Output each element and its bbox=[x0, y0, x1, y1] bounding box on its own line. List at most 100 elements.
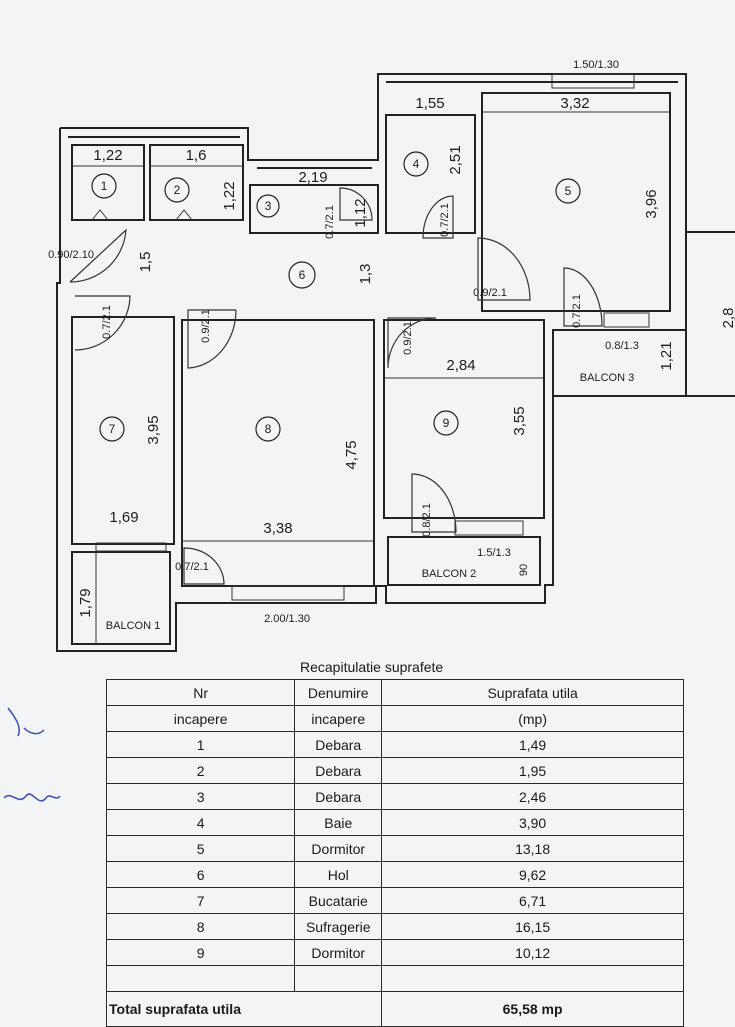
room-9-outline bbox=[383, 319, 545, 519]
dim-balcon-1-height: 1,79 bbox=[77, 588, 94, 617]
table-row: 5 Dormitor 13,18 bbox=[105, 835, 684, 862]
window-balcon-3 bbox=[603, 312, 650, 328]
label-door-8: 0.9/2.1 bbox=[200, 309, 212, 343]
cell-nr: 8 bbox=[105, 913, 296, 940]
label-window-living: 2.00/1.30 bbox=[264, 613, 310, 625]
cell-name: Hol bbox=[294, 861, 383, 888]
cell-area: 9,62 bbox=[381, 861, 684, 888]
cell-nr: 3 bbox=[105, 783, 296, 810]
dim-room-3-width: 2,19 bbox=[298, 169, 327, 186]
room-2-number: 2 bbox=[174, 183, 181, 197]
cell-area: 3,90 bbox=[381, 809, 684, 836]
door-5-arc bbox=[477, 237, 531, 301]
table-row: 3 Debara 2,46 bbox=[105, 783, 684, 810]
table-row: 8 Sufragerie 16,15 bbox=[105, 913, 684, 940]
header-nr-line-2: incapere bbox=[105, 705, 296, 732]
cell-area: 1,95 bbox=[381, 757, 684, 784]
cell-nr: 6 bbox=[105, 861, 296, 888]
table-row: 1 Debara 1,49 bbox=[105, 731, 684, 758]
header-area-line-1: Suprafata utila bbox=[381, 679, 684, 706]
room-2-outline bbox=[149, 144, 244, 221]
table-row: 7 Bucatarie 6,71 bbox=[105, 887, 684, 914]
inner-wall-line bbox=[68, 81, 678, 169]
dim-room-1-width: 1,22 bbox=[93, 147, 122, 164]
dim-balcon-2-side: 90 bbox=[518, 564, 530, 576]
dim-room-2-height: 1,22 bbox=[221, 181, 238, 210]
window-room-9 bbox=[454, 520, 524, 536]
cell-area: 1,49 bbox=[381, 731, 684, 758]
summary-title: Recapitulatie suprafete bbox=[300, 659, 444, 675]
door-3-arc bbox=[339, 187, 373, 221]
dim-room-9-height: 3,55 bbox=[511, 406, 528, 435]
door-balcon-2-arc bbox=[411, 473, 457, 533]
balcon-2-outline bbox=[387, 536, 541, 586]
dim-room-3-height: 1,12 bbox=[352, 198, 369, 227]
room-8-number: 8 bbox=[265, 422, 272, 436]
cell-nr: 1 bbox=[105, 731, 296, 758]
cell-area: 13,18 bbox=[381, 835, 684, 862]
label-door-5: 0.9/2.1 bbox=[473, 287, 507, 299]
label-window-balcon-2: 1.5/1.3 bbox=[477, 547, 511, 559]
room-9-number: 9 bbox=[443, 416, 450, 430]
total-value: 65,58 mp bbox=[381, 991, 684, 1027]
label-door-balcon-1: 0.7/2.1 bbox=[175, 561, 209, 573]
table-row: 6 Hol 9,62 bbox=[105, 861, 684, 888]
dim-room-8-height: 4,75 bbox=[343, 440, 360, 469]
cell-name: Baie bbox=[294, 809, 383, 836]
dim-room-7-height: 3,95 bbox=[145, 415, 162, 444]
closet-doors bbox=[91, 209, 193, 221]
summary-table: Nr Denumire Suprafata utila incapere inc… bbox=[105, 679, 684, 1027]
cell-name: Dormitor bbox=[294, 939, 383, 966]
table-row-empty bbox=[105, 965, 684, 992]
label-door-balcon-2: 0.8/2.1 bbox=[421, 503, 433, 537]
door-4-arc bbox=[422, 195, 454, 239]
door-balcon-1-arc bbox=[183, 547, 225, 585]
header-name-line-1: Denumire bbox=[294, 679, 383, 706]
door-entry-arc bbox=[69, 228, 127, 283]
cell-area: 6,71 bbox=[381, 887, 684, 914]
dim-room-4-width: 1,55 bbox=[415, 95, 444, 112]
floor-plan: 1 2 3 4 5 6 7 8 9 1,22 1,6 2,19 1,55 3,3… bbox=[48, 59, 735, 652]
label-balcon-2: BALCON 2 bbox=[422, 568, 476, 580]
dim-room-9-width: 2,84 bbox=[446, 357, 475, 374]
room-1-number: 1 bbox=[101, 179, 108, 193]
total-row: Total suprafata utila 65,58 mp bbox=[105, 991, 684, 1027]
dim-edge-cut: 2,8 bbox=[720, 308, 735, 329]
cell-name: Sufragerie bbox=[294, 913, 383, 940]
dim-room-5-height: 3,96 bbox=[643, 189, 660, 218]
label-door-4: 0.7/2.1 bbox=[439, 203, 451, 237]
door-9-arc bbox=[387, 317, 437, 369]
dim-hall-height-2: 1,3 bbox=[357, 264, 374, 285]
window-living bbox=[231, 585, 345, 601]
dim-balcon-3-height: 1,21 bbox=[658, 341, 675, 370]
room-5-outline bbox=[481, 92, 671, 312]
label-window-top: 1.50/1.30 bbox=[573, 59, 619, 71]
cell-area: 10,12 bbox=[381, 939, 684, 966]
dim-room-7-width: 1,69 bbox=[109, 509, 138, 526]
cell-name: Dormitor bbox=[294, 835, 383, 862]
table-row: 2 Debara 1,95 bbox=[105, 757, 684, 784]
room-7-outline bbox=[71, 316, 175, 545]
dim-room-8-width: 3,38 bbox=[263, 520, 292, 537]
label-balcon-1: BALCON 1 bbox=[106, 620, 160, 632]
table-row: 9 Dormitor 10,12 bbox=[105, 939, 684, 966]
door-8-arc bbox=[187, 309, 237, 369]
dim-room-5-width: 3,32 bbox=[560, 95, 589, 112]
label-door-balcon-3: 0.7/2.1 bbox=[571, 294, 583, 328]
room-3-outline bbox=[249, 184, 379, 234]
total-label: Total suprafata utila bbox=[105, 991, 383, 1027]
table-row: 4 Baie 3,90 bbox=[105, 809, 684, 836]
room-number-markers: 1 2 3 4 5 6 7 8 9 bbox=[91, 151, 581, 442]
label-balcon-3: BALCON 3 bbox=[580, 372, 634, 384]
outer-wall bbox=[56, 73, 735, 652]
cell-area: 2,46 bbox=[381, 783, 684, 810]
label-door-7: 0.7/2.1 bbox=[101, 305, 113, 339]
cell-nr: 7 bbox=[105, 887, 296, 914]
door-7-arc bbox=[74, 295, 131, 351]
dimension-labels: 1,22 1,6 2,19 1,55 3,32 2,84 1,69 3,38 1… bbox=[48, 59, 735, 632]
room-7-number: 7 bbox=[109, 422, 116, 436]
dim-room-2-width: 1,6 bbox=[186, 147, 207, 164]
header-area-line-2: (mp) bbox=[381, 705, 684, 732]
cell-name: Debara bbox=[294, 757, 383, 784]
dim-room-4-height: 2,51 bbox=[447, 145, 464, 174]
